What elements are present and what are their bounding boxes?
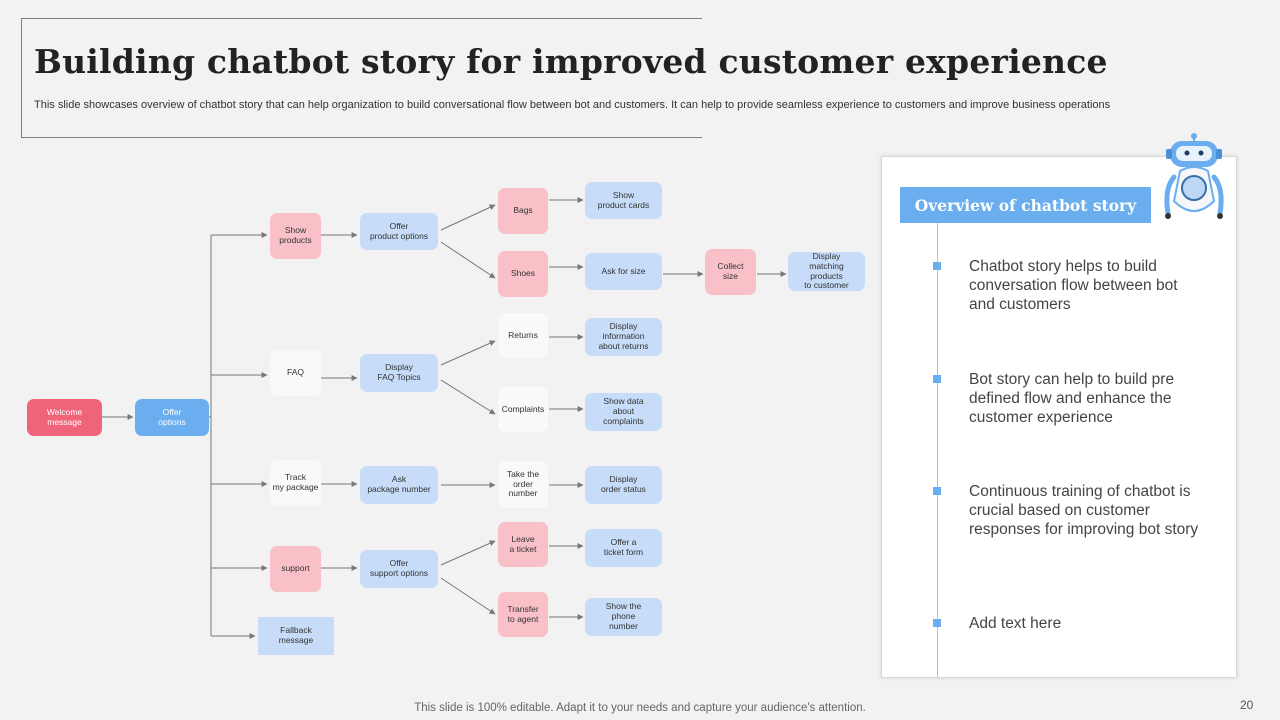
node-label: Returns	[508, 329, 538, 340]
node-shoes: Shoes	[498, 251, 548, 297]
connector	[440, 241, 496, 279]
panel-title: Overview of chatbot story	[900, 187, 1151, 223]
bullet-marker	[933, 487, 941, 495]
node-label: Leave a ticket	[509, 533, 537, 554]
title-frame	[21, 18, 702, 138]
node-fallback-message: Fallback message	[258, 617, 334, 655]
connector	[440, 204, 496, 231]
node-returns: Returns	[498, 313, 548, 358]
node-welcome-message: Welcome message	[27, 399, 102, 436]
node-label: Complaints	[501, 403, 545, 414]
overview-point: Bot story can help to build pre defined …	[969, 371, 1175, 426]
overview-point: Add text here	[969, 615, 1062, 632]
footer-note: This slide is 100% editable. Adapt it to…	[414, 702, 866, 714]
bullet-marker	[933, 375, 941, 383]
node-offer-options: Offer options	[135, 399, 209, 436]
node-ask-for-size: Ask for size	[585, 253, 662, 290]
node-display-order-status: Display order status	[585, 466, 662, 504]
node-label: support	[281, 563, 310, 574]
node-label: Display FAQ Topics	[377, 362, 421, 382]
node-label: Ask package number	[367, 474, 431, 494]
node-display-faq-topics: Display FAQ Topics	[360, 354, 438, 392]
node-leave-ticket: Leave a ticket	[498, 522, 548, 567]
overview-panel: Overview of chatbot story Chatbot story …	[881, 156, 1237, 678]
node-show-phone-number: Show the phone number	[585, 598, 662, 636]
node-track-package: Track my package	[270, 460, 321, 506]
node-label: Show product cards	[597, 189, 650, 210]
node-label: Collect size	[717, 261, 744, 281]
node-display-matching-products: Display matching products to customer	[788, 250, 865, 291]
node-bags: Bags	[498, 188, 548, 234]
node-offer-product-options: Offer product options	[360, 213, 438, 250]
node-label: Show the phone number	[605, 601, 642, 631]
connector	[440, 340, 496, 366]
flow-connectors	[102, 197, 787, 639]
node-label: Show data about complaints	[603, 396, 644, 426]
node-label: Display order status	[601, 474, 646, 494]
bullet-marker	[933, 262, 941, 270]
node-complaints: Complaints	[498, 387, 548, 432]
page-number: 20	[1240, 698, 1254, 712]
node-label: Offer support options	[369, 558, 429, 578]
node-ask-package-number: Ask package number	[360, 466, 438, 504]
node-label: Show products	[279, 225, 312, 245]
slide-title: Building chatbot story for improved cust…	[34, 42, 1108, 81]
node-offer-ticket-form: Offer a ticket form	[585, 529, 662, 567]
node-show-products: Show products	[270, 213, 321, 259]
node-label: Track my package	[272, 472, 319, 492]
timeline-line	[937, 223, 938, 677]
node-label: Ask for size	[601, 265, 646, 276]
bullet-marker	[933, 619, 941, 627]
node-label: Display information about returns	[598, 321, 649, 351]
node-label: Offer options	[158, 406, 186, 427]
node-label: Offer product options	[369, 220, 429, 241]
node-label: Offer a ticket form	[603, 537, 644, 557]
node-label: Transfer to agent	[507, 603, 539, 624]
node-offer-support-options: Offer support options	[360, 550, 438, 588]
node-label: Shoes	[510, 268, 536, 279]
node-show-product-cards: Show product cards	[585, 182, 662, 219]
node-label: Bags	[513, 205, 533, 216]
connector	[440, 379, 496, 415]
node-label: Display matching products to customer	[804, 250, 849, 291]
node-label: Fallback message	[278, 625, 314, 645]
node-transfer-agent: Transfer to agent	[498, 592, 548, 637]
node-label: Welcome message	[46, 406, 83, 427]
node-take-order-number: Take the order number	[498, 461, 548, 508]
connector	[440, 540, 496, 566]
overview-point: Continuous training of chatbot is crucia…	[969, 483, 1199, 538]
slide-subtitle: This slide showcases overview of chatbot…	[34, 99, 1111, 111]
node-label: Take the order number	[506, 468, 540, 499]
node-collect-size: Collect size	[705, 249, 756, 295]
robot-icon	[1164, 133, 1224, 219]
node-label: FAQ	[286, 367, 304, 378]
connector	[440, 577, 496, 615]
overview-point: Chatbot story helps to build conversatio…	[969, 258, 1178, 313]
node-show-data-complaints: Show data about complaints	[585, 393, 662, 431]
node-display-information-returns: Display information about returns	[585, 318, 662, 356]
node-faq: FAQ	[270, 350, 321, 396]
node-support: support	[270, 546, 321, 592]
